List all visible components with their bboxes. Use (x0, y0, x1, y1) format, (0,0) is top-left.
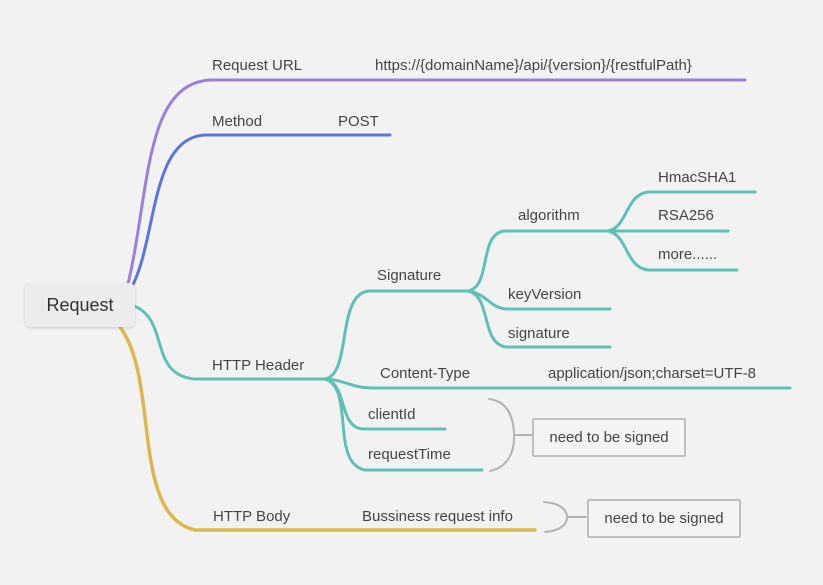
node-rsa256[interactable]: RSA256 (658, 207, 714, 224)
node-content-type-value[interactable]: application/json;charset=UTF-8 (548, 365, 757, 382)
branch-line-signature-field (466, 289, 612, 349)
node-more[interactable]: more...... (658, 246, 718, 263)
node-http-body[interactable]: HTTP Body (213, 508, 291, 525)
node-algorithm[interactable]: algorithm (518, 207, 580, 224)
branch-line-http-header (132, 304, 327, 381)
branch-line-request-time (323, 377, 484, 472)
note-need-to-be-signed-body[interactable]: need to be signed (587, 499, 741, 538)
node-content-type[interactable]: Content-Type (380, 365, 471, 382)
node-request-url[interactable]: Request URL (212, 57, 303, 74)
node-method-value[interactable]: POST (338, 113, 379, 130)
node-http-body-value[interactable]: Bussiness request info (362, 508, 513, 525)
branch-line-request-url (125, 78, 747, 290)
branch-line-hmacsha1 (606, 190, 757, 233)
root-node-request[interactable]: Request (25, 283, 135, 327)
node-request-time[interactable]: requestTime (368, 446, 451, 463)
node-client-id[interactable]: clientId (368, 406, 416, 423)
node-request-url-value[interactable]: https://{domainName}/api/{version}/{rest… (375, 57, 692, 74)
branch-line-algorithm (466, 229, 610, 293)
branch-line-more (606, 229, 739, 272)
branch-line-signature (323, 289, 470, 381)
note-need-to-be-signed-header[interactable]: need to be signed (532, 418, 686, 457)
node-http-header[interactable]: HTTP Header (212, 357, 305, 374)
node-signature-group[interactable]: Signature (377, 267, 442, 284)
branch-line-http-body (118, 325, 537, 532)
body-note-brace (543, 501, 587, 533)
branch-line-method (127, 133, 392, 294)
branch-line-content-type (323, 377, 792, 390)
node-method[interactable]: Method (212, 113, 263, 130)
node-hmacsha1[interactable]: HmacSHA1 (658, 169, 737, 186)
node-signature-field[interactable]: signature (508, 325, 570, 342)
header-note-brace (488, 398, 533, 472)
node-key-version[interactable]: keyVersion (508, 286, 582, 303)
